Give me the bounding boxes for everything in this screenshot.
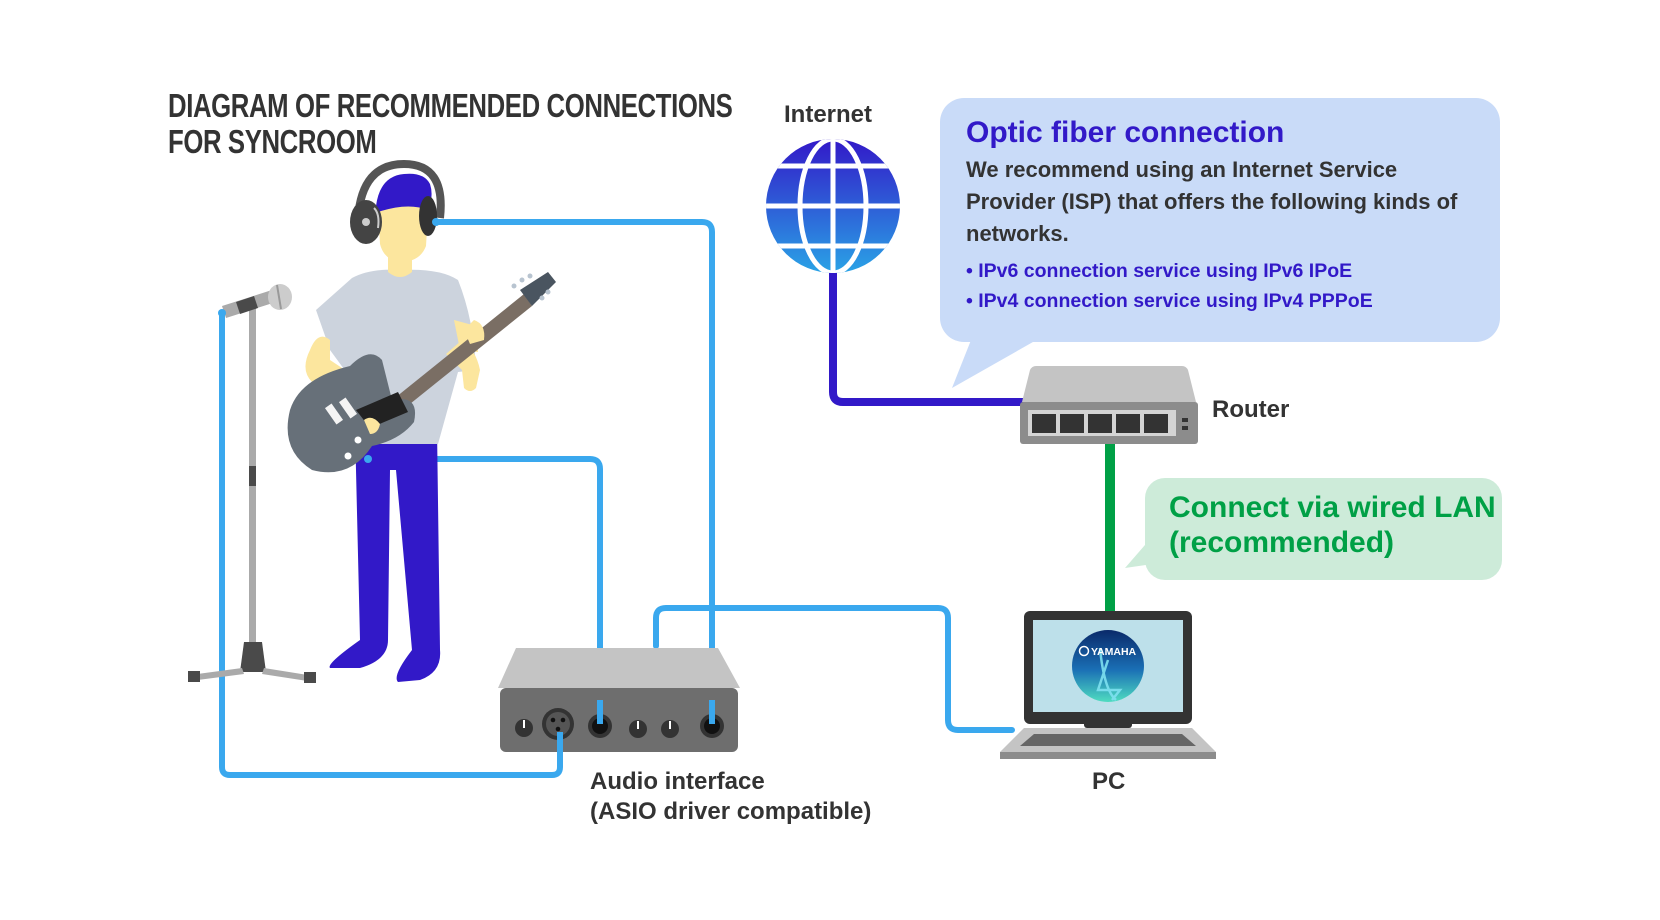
- wired-lan-line-1: Connect via wired LAN: [1169, 491, 1496, 524]
- optic-fiber-title: Optic fiber connection: [966, 116, 1285, 149]
- yamaha-logo-text: YAMAHA: [1091, 646, 1137, 658]
- guitar-neck: [370, 294, 532, 428]
- syncroom-logo: YAMAHA: [1072, 630, 1144, 702]
- guitar-headstock: [520, 272, 556, 306]
- internet-label: Internet: [784, 101, 873, 128]
- audio-interface-icon: [498, 648, 740, 752]
- router-label: Router: [1212, 396, 1290, 423]
- optic-fiber-item: • IPv4 connection service using IPv4 PPP…: [966, 290, 1373, 312]
- electric-guitar-icon: [287, 272, 556, 473]
- instrument-input-jack: [588, 714, 612, 738]
- optic-fiber-item: • IPv6 connection service using IPv6 IPo…: [966, 260, 1353, 282]
- laptop-icon: YAMAHA: [1000, 611, 1216, 759]
- pc-label: PC: [1092, 768, 1126, 795]
- audio-interface-label-line-2: (ASIO driver compatible): [590, 798, 872, 825]
- guitar-cable: [365, 456, 603, 725]
- headphones-icon: [350, 159, 445, 244]
- usb-cable-to-pc: [653, 605, 1015, 733]
- microphone-stand-icon: [188, 284, 316, 683]
- title-line-1: DIAGRAM OF RECOMMENDED CONNECTIONS: [168, 87, 733, 124]
- pants: [329, 428, 441, 682]
- page-title: DIAGRAM OF RECOMMENDED CONNECTIONS FOR S…: [168, 87, 733, 160]
- headphone-output-jack: [700, 714, 724, 738]
- wired-lan-bubble: Connect via wired LAN (recommended): [1145, 478, 1502, 580]
- microphone-cable: [219, 310, 563, 778]
- title-line-2: FOR SYNCROOM: [168, 123, 377, 160]
- globe-icon: [766, 139, 900, 273]
- knob: [629, 720, 647, 738]
- headphone-cable-end: [432, 218, 440, 226]
- audio-interface-label-line-1: Audio interface: [590, 768, 765, 795]
- wired-lan-line-2: (recommended): [1169, 526, 1395, 559]
- router-icon: [1020, 366, 1198, 444]
- headphone-cable: [433, 219, 715, 723]
- optic-fiber-description: We recommend using an Internet Service P…: [966, 157, 1458, 246]
- knob: [515, 719, 533, 737]
- audio-interface-label: Audio interface (ASIO driver compatible): [590, 767, 871, 827]
- optic-bubble-tail: [952, 330, 1040, 388]
- hair: [376, 173, 432, 212]
- audio-cables: [219, 219, 1015, 778]
- xlr-input-jack: [542, 708, 574, 740]
- microphone-icon: [222, 284, 292, 318]
- internet-cable: [829, 270, 1025, 406]
- knob: [661, 720, 679, 738]
- mic-cable-end: [218, 309, 226, 317]
- optic-fiber-bubble: Optic fiber connection We recommend usin…: [940, 98, 1500, 342]
